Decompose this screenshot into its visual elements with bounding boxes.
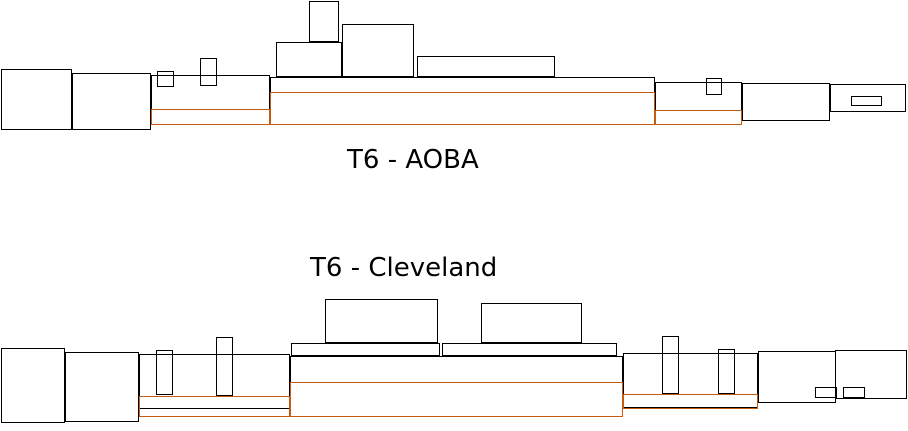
aoba-ship-outline [1, 1, 906, 130]
cleveland-ship-outline [1, 299, 907, 423]
aoba-forward-turret-tall [200, 58, 217, 86]
cleveland-aft-deck-block [623, 353, 758, 408]
aoba-aft-superstructure [417, 56, 555, 77]
cleveland-forward-deck-block [139, 354, 290, 409]
aoba-forward-waterline-strip [151, 109, 270, 125]
cleveland-forward-superstructure [325, 299, 438, 343]
aoba-forward-deck-block [151, 75, 270, 125]
cleveland-forward-waterline-strip [139, 396, 290, 417]
aoba-bridge-base [276, 42, 342, 77]
cleveland-forward-hull-block [65, 352, 139, 422]
aoba-superstructure-block [342, 24, 414, 77]
aoba-forward-turret-small [157, 71, 174, 87]
aoba-midship-waterline [270, 92, 655, 125]
aoba-aft-waterline-strip [655, 110, 742, 125]
cleveland-forward-turret-b [216, 337, 233, 396]
cleveland-stern-detail-a [815, 387, 837, 398]
aoba-stern-block [830, 84, 906, 112]
cleveland-aft-waterline-strip [623, 394, 758, 409]
cleveland-ship-label: T6 - Cleveland [310, 253, 498, 283]
aoba-aft-turret [706, 78, 722, 95]
cleveland-aft-deckhouse [442, 343, 617, 356]
cleveland-stern-detail-b [843, 387, 865, 398]
aoba-forward-hull-block [72, 73, 151, 130]
aoba-bow-block [1, 69, 72, 130]
cleveland-forward-deckhouse [291, 343, 440, 356]
cleveland-bow-block [1, 348, 65, 423]
aoba-stern-detail [851, 96, 882, 106]
cleveland-midship-waterline [290, 382, 623, 417]
cleveland-aft-turret-a [662, 336, 679, 394]
cleveland-midship-hull-block [290, 356, 623, 417]
aoba-ship-label: T6 - AOBA [347, 145, 479, 175]
aoba-mast-tower [309, 1, 339, 42]
aoba-midship-hull-block [270, 77, 655, 125]
cleveland-aft-turret-b [718, 349, 735, 394]
cleveland-aft-hull-block [758, 351, 836, 403]
aoba-aft-deck-block [655, 82, 742, 125]
cleveland-forward-turret-a [156, 350, 173, 395]
aoba-aft-hull-block [742, 83, 830, 121]
cleveland-aft-superstructure [481, 303, 582, 343]
cleveland-stern-block [835, 350, 907, 399]
